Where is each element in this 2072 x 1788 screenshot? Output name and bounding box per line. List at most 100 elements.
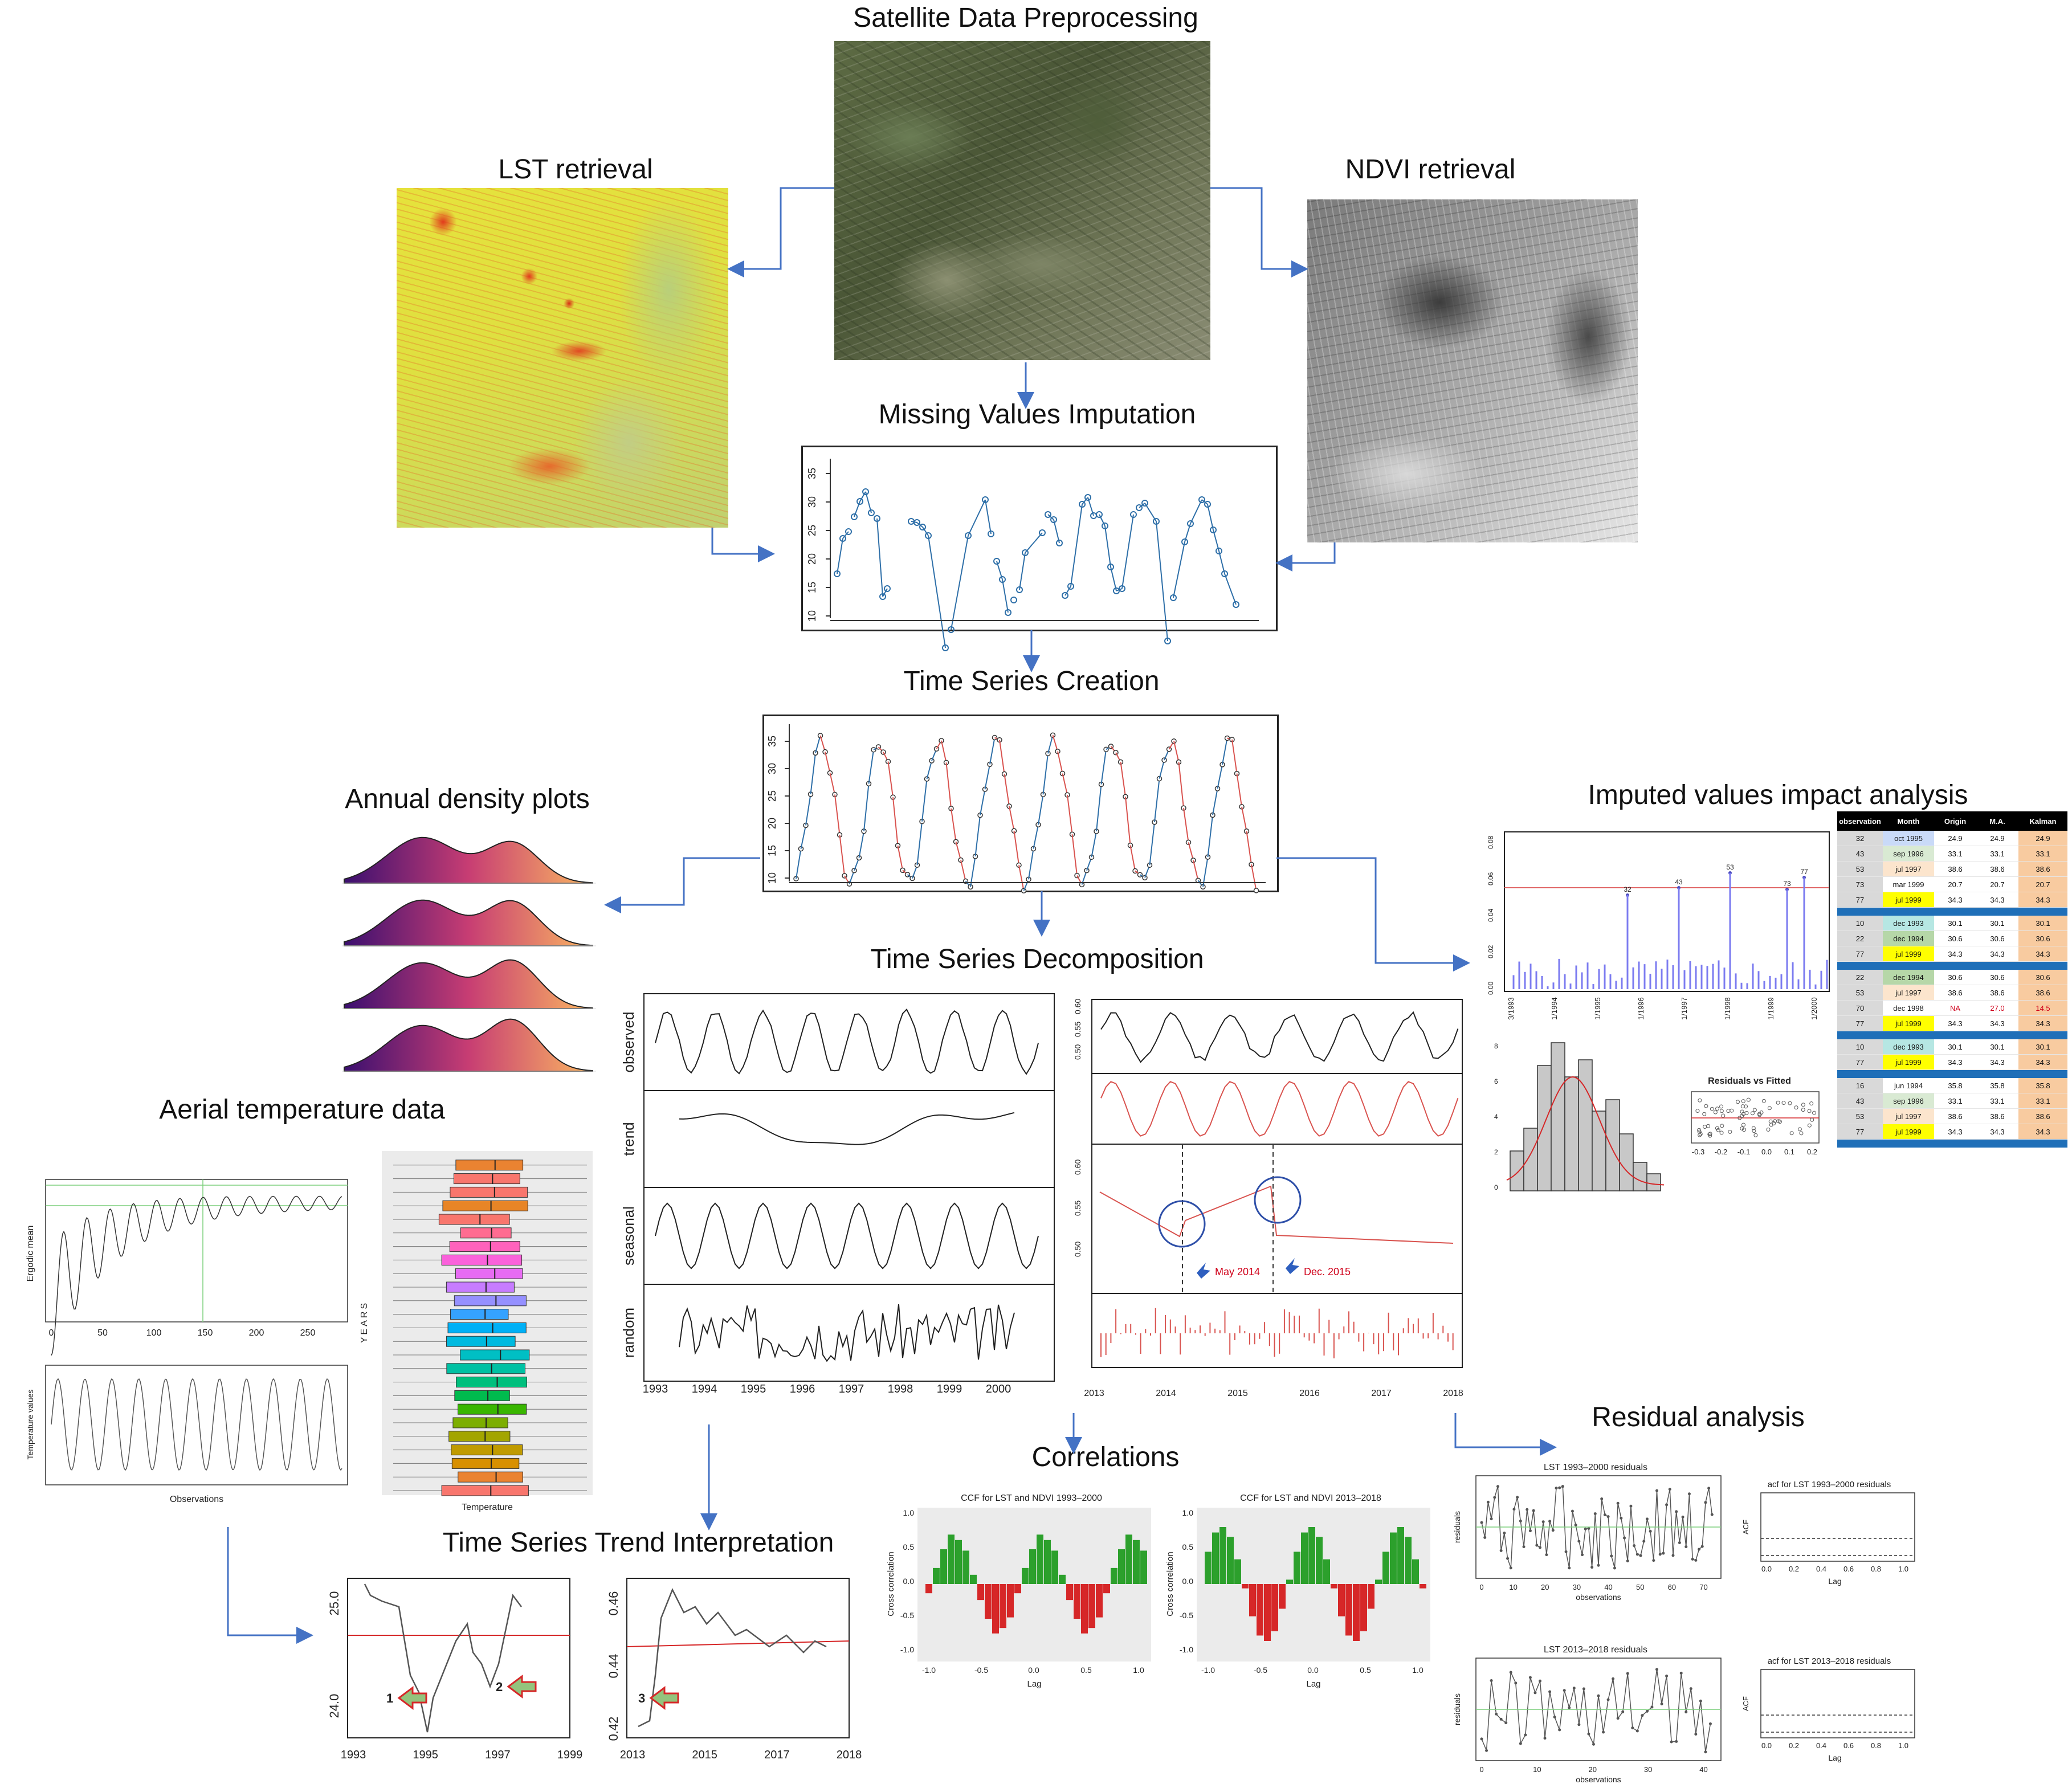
series-segment	[1183, 808, 1189, 843]
x-tick-label: 1/1997	[1680, 997, 1688, 1020]
ccf-bar	[1007, 1584, 1014, 1618]
rvf-point	[1719, 1104, 1724, 1109]
series-segment	[974, 815, 981, 857]
table-cell: 33.1	[1990, 1096, 2005, 1105]
ccf-bg	[917, 1508, 1151, 1662]
series-segment	[928, 535, 946, 648]
ccf-bar	[1316, 1537, 1323, 1584]
trend-ref-line	[626, 1640, 850, 1647]
ccf-bar	[925, 1584, 932, 1594]
box-body	[446, 1281, 515, 1293]
density-curve	[1506, 1076, 1665, 1186]
rvf-point	[1746, 1097, 1751, 1102]
y-tick-label: -0.5	[1180, 1611, 1193, 1620]
acf-frame	[1760, 1492, 1915, 1562]
table-header-cell: Kalman	[2029, 817, 2057, 826]
decomp-line	[655, 1008, 1039, 1075]
rvf-point	[1807, 1123, 1812, 1128]
table-cell: dec 1994	[1883, 970, 1934, 985]
table-cell: 33.1	[1990, 849, 2005, 858]
trend-marker-arrow	[397, 1686, 427, 1710]
x-tick-label: 2015	[692, 1749, 717, 1761]
trend-marker-label: 1	[386, 1691, 393, 1705]
data-point	[1079, 501, 1086, 508]
x-tick-label: 0.0	[1761, 1741, 1772, 1750]
table-cell: 30.1	[2018, 916, 2067, 930]
ccf-bar	[1360, 1584, 1367, 1631]
box-body	[446, 1363, 526, 1374]
table-cell: oct 1995	[1883, 831, 1934, 846]
ccf-bar	[1264, 1584, 1271, 1642]
table-cell: 77	[1837, 946, 1883, 961]
x-tick-label: 60	[1668, 1583, 1676, 1591]
decomp-label: seasonal	[620, 1206, 637, 1266]
series-segment	[1100, 749, 1107, 785]
table-cell: 20.7	[2018, 877, 2067, 892]
box-body	[453, 1173, 520, 1185]
rvf-point	[1728, 1129, 1732, 1134]
x-tick-label: 0	[49, 1328, 54, 1338]
trend-frame	[347, 1578, 570, 1738]
trend-line	[638, 1587, 827, 1728]
x-tick-label: 0.0	[1761, 1148, 1772, 1156]
ccf-bar	[1140, 1550, 1147, 1584]
table-cell: 33.1	[1948, 849, 1963, 858]
data-point	[884, 585, 891, 592]
x-tick-label: -0.5	[974, 1665, 988, 1675]
series-segment	[1201, 499, 1208, 505]
rvf-point	[1707, 1132, 1712, 1137]
x-tick-label: 1995	[741, 1383, 766, 1395]
y-tick-label: 15	[766, 845, 778, 856]
x-tick-label: 0.6	[1843, 1565, 1854, 1573]
ccf-bar	[1219, 1526, 1226, 1584]
table-cell: dec 1993	[1883, 916, 1934, 930]
decomposition-title: Time Series Decomposition	[870, 944, 1204, 974]
decomp-line	[679, 1304, 1015, 1362]
density-ridge	[344, 959, 593, 1009]
ccf-bar	[1375, 1579, 1382, 1584]
decomp-panel	[1091, 1293, 1463, 1368]
table-cell: 38.6	[2018, 1109, 2067, 1124]
y-tick-label: 0.5	[903, 1542, 915, 1552]
y-tick-label: -1.0	[1180, 1645, 1193, 1654]
data-point	[1084, 494, 1091, 501]
ccf-bar	[1133, 1540, 1140, 1584]
series-segment	[1156, 521, 1168, 642]
table-cell: 30.1	[2018, 1039, 2067, 1054]
table-cell: jul 1997	[1883, 862, 1934, 876]
series-segment	[1009, 806, 1015, 831]
rvf-point	[1721, 1113, 1726, 1118]
table-cell: 77	[1837, 1055, 1883, 1069]
y-tick-label: 2	[1494, 1148, 1498, 1156]
box-body	[446, 1336, 516, 1347]
correlations-title: Correlations	[1031, 1442, 1180, 1472]
table-cell: jul 1999	[1883, 892, 1934, 907]
box-body	[454, 1295, 527, 1307]
acf-title: acf for LST 1993–2000 residuals	[1768, 1480, 1891, 1489]
x-tick-label: 50	[97, 1328, 108, 1338]
rvf-point	[1698, 1132, 1703, 1136]
ccf-bar	[1066, 1584, 1073, 1601]
residual-line	[1481, 1669, 1711, 1752]
series-segment	[1207, 815, 1213, 858]
table-header-cell: M.A.	[1989, 817, 2005, 826]
x-tick-label: 3/1993	[1507, 997, 1515, 1020]
y-tick-label: 25	[806, 525, 818, 536]
series-segment	[839, 835, 845, 876]
table-cell: jul 1997	[1883, 985, 1934, 1000]
y-tick-label: 0.0	[903, 1577, 915, 1586]
ccf-bar	[1103, 1584, 1110, 1594]
x-tick-label: 40	[1604, 1583, 1612, 1591]
rvf-point	[1698, 1098, 1702, 1103]
impact-frame	[1504, 831, 1830, 992]
rvf-point	[1715, 1107, 1720, 1111]
series-segment	[810, 753, 816, 795]
box-body	[450, 1186, 528, 1198]
table-cell: 30.6	[1990, 934, 2005, 943]
